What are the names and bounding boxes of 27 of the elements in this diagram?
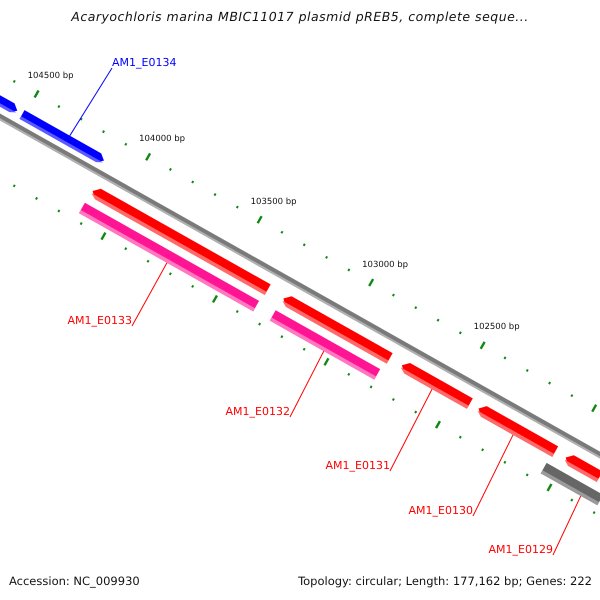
gene-label: AM1_E0129 [488, 543, 553, 556]
gene-bar [0, 94, 18, 112]
gene-bar [477, 406, 558, 457]
leader-line [69, 68, 112, 136]
footer-text: Accession: NC_009930 [9, 574, 140, 588]
gene-label: AM1_E0133 [68, 314, 132, 327]
title: Acaryochloris marina MBIC11017 plasmid pREB5, complete seque... [70, 9, 530, 24]
footer-text: Topology: circular; Length: 177,162 bp; Genes: 222 [298, 574, 592, 588]
gene-label: AM1_E0130 [408, 504, 473, 517]
leader-line [552, 495, 582, 556]
leader-line [390, 388, 433, 472]
scale-label: 104500 bp [28, 71, 74, 81]
scale-label: 103500 bp [250, 196, 297, 207]
leader-line [132, 262, 168, 326]
leader-line [472, 434, 514, 516]
leader-line [290, 350, 324, 418]
scale-label: 103000 bp [362, 260, 408, 270]
gene-bar [20, 110, 104, 162]
gene-label: AM1_E0134 [112, 56, 176, 69]
gene-bar [270, 310, 380, 380]
gene-bar [400, 362, 473, 409]
gene-label: AM1_E0132 [226, 405, 290, 418]
gene-label: AM1_E0131 [326, 459, 390, 472]
gene-bar [78, 202, 260, 312]
gene-bar [540, 462, 600, 506]
scale-label: 104000 bp [139, 134, 186, 144]
scale-label: 102500 bp [474, 322, 520, 332]
